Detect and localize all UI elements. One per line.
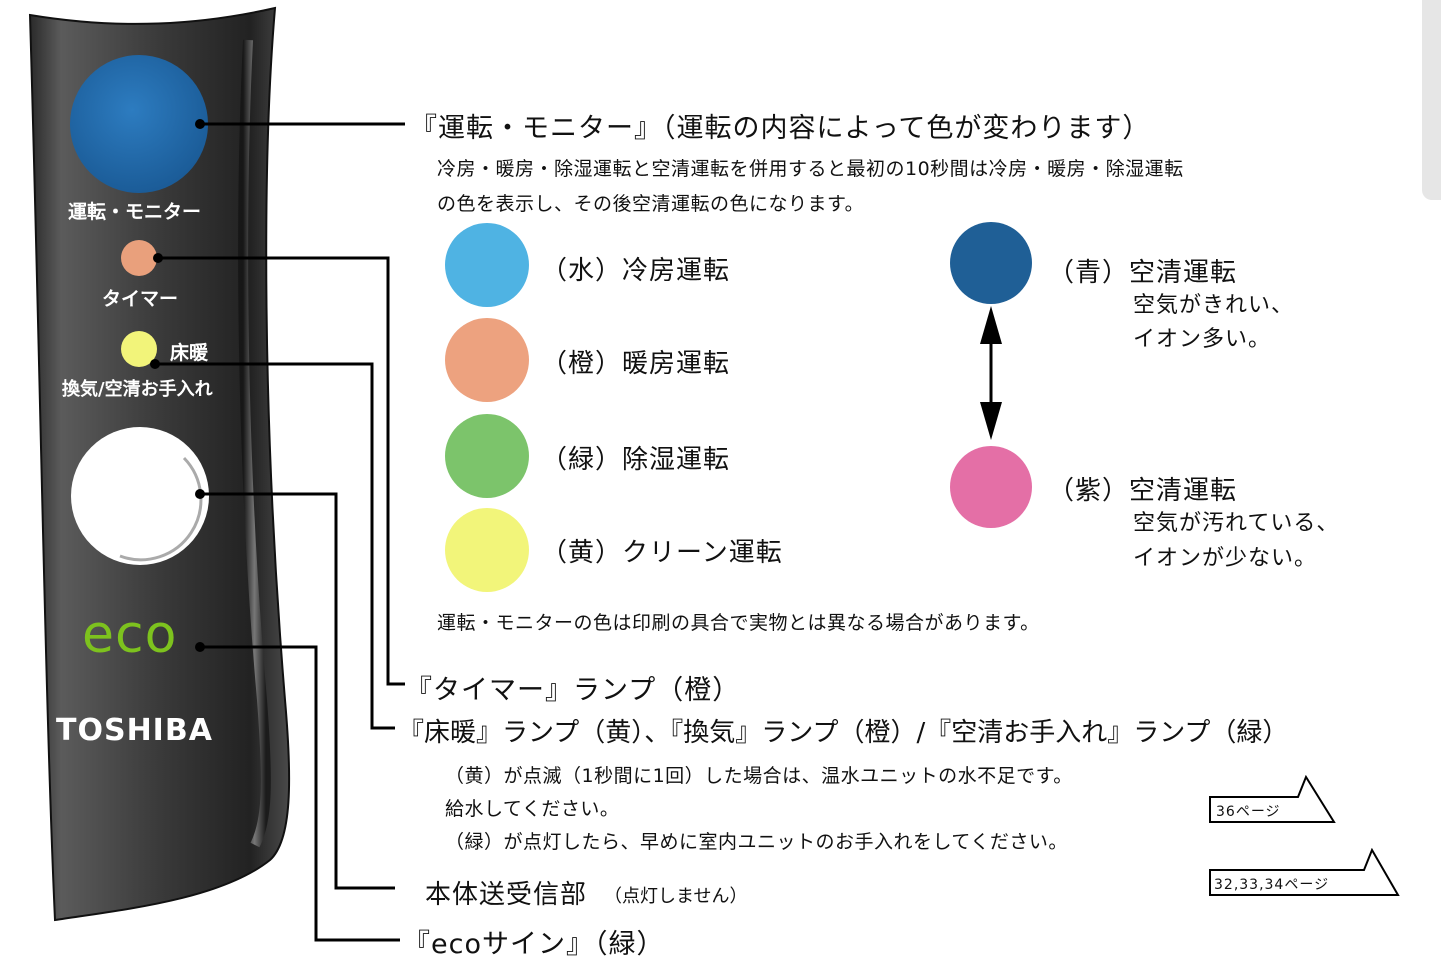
floor-label: 床暖 — [170, 342, 209, 364]
monitor-button — [70, 55, 208, 193]
air-clean-blue-label: （青）空清運転 — [1048, 258, 1238, 288]
air-clean-purple-label: （紫）空清運転 — [1048, 476, 1238, 506]
clean-label: （黄）クリーン運転 — [541, 538, 783, 568]
color-note: 運転・モニターの色は印刷の具合で実物とは異なる場合があります。 — [437, 612, 1040, 634]
monitor-desc-line1: 冷房・暖房・除湿運転と空清運転を併用すると最初の10秒間は冷房・暖房・除湿運転 — [437, 158, 1184, 180]
cooling-label: （水）冷房運転 — [541, 256, 731, 286]
floor-lamp — [121, 331, 157, 367]
eco-label: eco — [82, 605, 178, 665]
brand-logo: TOSHIBA — [56, 713, 213, 748]
cooling-color-dot — [445, 223, 529, 307]
vent-label: 換気/空清お手入れ — [62, 379, 213, 400]
page-ref-32-34-text: 32,33,34ページ — [1214, 877, 1330, 893]
page-ref-36[interactable]: 36ページ — [1208, 775, 1338, 825]
floor-line2: 給水してください。 — [445, 798, 620, 820]
receiver-sub: （点灯しません） — [604, 886, 748, 907]
heating-label: （橙）暖房運転 — [541, 349, 731, 379]
air-clean-blue-dot — [950, 222, 1032, 304]
eco-heading: 『ecoサイン』（緑） — [403, 929, 665, 960]
heating-color-dot — [445, 318, 529, 402]
timer-label: タイマー — [102, 288, 179, 310]
page-side-tab — [1422, 0, 1441, 200]
monitor-label: 運転・モニター — [68, 201, 202, 223]
dehumidify-label: （緑）除湿運転 — [541, 445, 731, 475]
receiver-window — [71, 427, 209, 565]
timer-heading: 『タイマー』ランプ（橙） — [405, 675, 741, 706]
clean-color-dot — [445, 508, 529, 592]
air-clean-purple-dot — [950, 446, 1032, 528]
floor-line1: （黄）が点滅（1秒間に1回）した場合は、温水ユニットの水不足です。 — [445, 765, 1073, 787]
page-ref-32-34[interactable]: 32,33,34ページ — [1208, 848, 1400, 898]
floor-line3: （緑）が点灯したら、早めに室内ユニットのお手入れをしてください。 — [445, 831, 1068, 853]
timer-lamp — [121, 240, 157, 276]
air-clean-blue-line1: 空気がきれい、 — [1133, 293, 1295, 318]
air-clean-blue-line2: イオン多い。 — [1133, 327, 1272, 352]
monitor-desc-line2: の色を表示し、その後空清運転の色になります。 — [437, 193, 865, 215]
floor-heading: 『床暖』ランプ（黄）、『換気』ランプ（橙）/『空清お手入れ』ランプ（緑） — [398, 718, 1289, 748]
receiver-heading: 本体送受信部 — [425, 880, 588, 910]
page-ref-36-text: 36ページ — [1216, 804, 1281, 820]
dehumidify-color-dot — [445, 414, 529, 498]
panel-graphic — [28, 6, 291, 922]
air-clean-purple-line1: 空気が汚れている、 — [1133, 511, 1340, 536]
monitor-heading: 『運転・モニター』（運転の内容によって色が変わります） — [410, 113, 1151, 144]
air-clean-purple-line2: イオンが少ない。 — [1133, 546, 1318, 571]
